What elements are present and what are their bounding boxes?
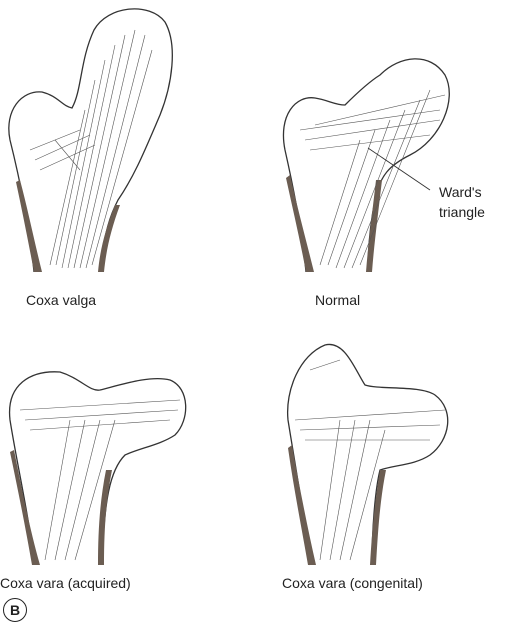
femur-coxa-valga-cortex-right [98, 205, 120, 272]
femur-coxa-valga-cortex-left [16, 180, 42, 272]
panel-label-badge: B [3, 598, 27, 622]
femur-coxa-vara-congenital-cortex-right [370, 470, 386, 565]
femur-normal-cortex-left [286, 175, 314, 272]
femur-normal [283, 59, 449, 272]
femur-coxa-vara-congenital [288, 344, 448, 565]
caption-normal: Normal [315, 292, 360, 308]
wards-triangle-label-line2: triangle [439, 202, 485, 222]
caption-coxa-valga: Coxa valga [26, 292, 96, 308]
femur-normal-outline [283, 59, 449, 272]
femur-coxa-valga-outline [9, 9, 172, 272]
femur-coxa-vara-acquired-cortex-left [10, 450, 40, 565]
femur-coxa-vara-acquired-outline [10, 372, 186, 565]
femur-coxa-valga-trabeculae [30, 30, 152, 268]
caption-coxa-vara-congenital: Coxa vara (congenital) [282, 575, 423, 591]
wards-triangle-label-line1: Ward's [439, 182, 485, 202]
femur-coxa-valga [9, 9, 172, 272]
femur-coxa-vara-congenital-outline [288, 344, 448, 565]
femur-coxa-vara-congenital-cortex-left [288, 445, 316, 565]
caption-coxa-vara-acquired: Coxa vara (acquired) [0, 575, 131, 591]
femur-coxa-vara-acquired [10, 372, 186, 565]
femur-normal-cortex-right [366, 180, 382, 272]
wards-triangle-label: Ward's triangle [439, 182, 485, 222]
